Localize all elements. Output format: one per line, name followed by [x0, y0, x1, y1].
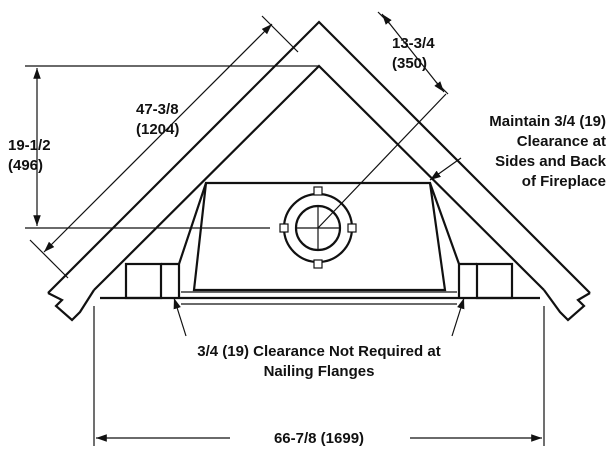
left-wall-break	[47, 289, 95, 322]
wall-length-dimension-line	[43, 23, 273, 253]
wall-length-label-in: 47-3/8	[136, 101, 179, 118]
wall-length-ext-bottom	[29, 239, 69, 279]
vent-tab-right	[347, 223, 357, 233]
vent-tab-bottom	[313, 259, 323, 269]
flange-note-line2: Nailing Flanges	[264, 363, 375, 380]
height-label-in: 19-1/2	[8, 137, 51, 154]
side-clearance-note-line1: Maintain 3/4 (19)	[489, 113, 606, 130]
right-standoff	[475, 262, 514, 300]
corner-offset-label-in: 13-3/4	[392, 35, 435, 52]
vent-tab-left	[279, 223, 289, 233]
offset-center-line	[317, 93, 447, 229]
dimension-corner-offset	[317, 11, 449, 229]
left-standoff	[124, 262, 163, 300]
offset-dimension-line	[381, 13, 445, 93]
height-label-mm: (496)	[8, 157, 43, 174]
wall-length-ext-top	[261, 15, 299, 53]
side-clearance-note-line3: Sides and Back	[495, 153, 607, 170]
flange-note-line1: 3/4 (19) Clearance Not Required at	[197, 343, 440, 360]
dimension-wall-length	[29, 15, 299, 279]
side-clearance-note-line4: of Fireplace	[522, 173, 606, 190]
side-clearance-note-line2: Clearance at	[517, 133, 606, 150]
flange-leader-right	[451, 297, 465, 337]
overall-width-label: 66-7/8 (1699)	[274, 430, 364, 447]
dimension-overall-width	[93, 306, 545, 446]
right-wall-break	[543, 289, 591, 322]
vent-tab-top	[313, 186, 323, 196]
side-clearance-leader	[429, 157, 462, 181]
corner-offset-label-mm: (350)	[392, 55, 427, 72]
wall-length-label-mm: (1204)	[136, 121, 179, 138]
flange-leader-left	[173, 297, 187, 337]
